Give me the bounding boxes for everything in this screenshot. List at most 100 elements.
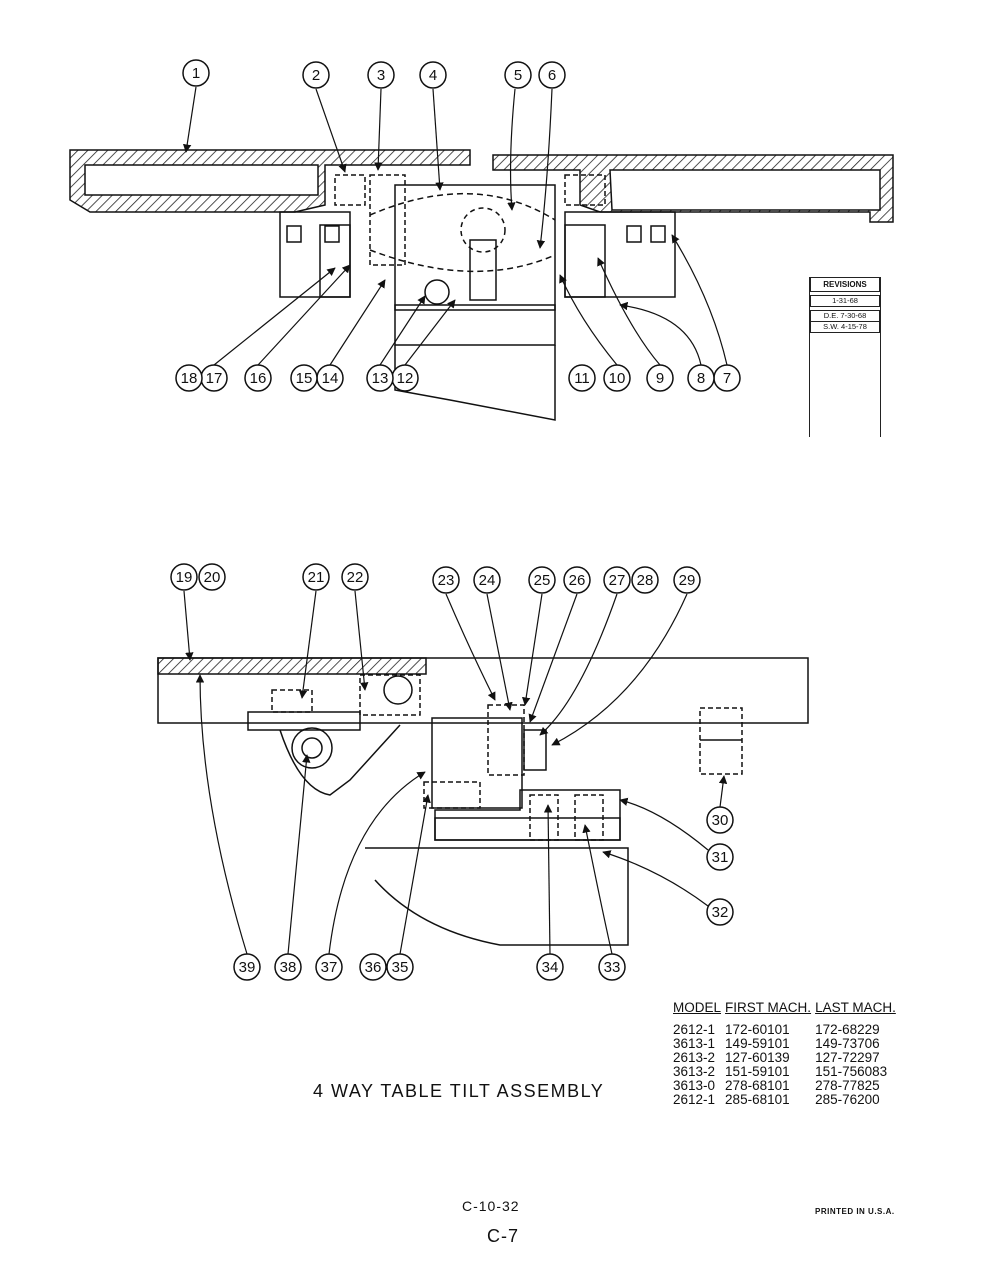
top-callouts: 1 2 3 4 5 6 7 8 9 10 11 12 13 14 15 16 1… xyxy=(175,59,741,392)
svg-text:6: 6 xyxy=(548,67,556,84)
model-table-header: MODEL FIRST MACH. LAST MACH. xyxy=(673,1000,900,1023)
callout-27: 27 xyxy=(603,566,631,594)
svg-text:36: 36 xyxy=(365,959,382,976)
svg-text:35: 35 xyxy=(392,959,409,976)
callout-17: 17 xyxy=(200,364,228,392)
col-last-mach: LAST MACH. xyxy=(815,1000,896,1015)
callout-29: 29 xyxy=(673,566,701,594)
callout-38: 38 xyxy=(274,953,302,981)
drawing-title: 4 WAY TABLE TILT ASSEMBLY xyxy=(313,1081,605,1101)
bottom-callouts: 19 20 21 22 23 24 25 26 27 28 29 30 31 3… xyxy=(170,563,734,981)
svg-text:37: 37 xyxy=(321,959,338,976)
svg-text:27: 27 xyxy=(609,572,626,589)
callout-10: 10 xyxy=(603,364,631,392)
top-leaders xyxy=(182,86,728,366)
callout-20: 20 xyxy=(198,563,226,591)
first-mach-cell: 149-59101 xyxy=(725,1036,790,1051)
svg-text:11: 11 xyxy=(574,370,590,387)
first-mach-cell: 151-59101 xyxy=(725,1064,790,1079)
col-model: MODEL xyxy=(673,1000,722,1015)
first-mach-cell: 285-68101 xyxy=(725,1092,790,1107)
svg-text:24: 24 xyxy=(479,572,496,589)
svg-text:38: 38 xyxy=(280,959,297,976)
callout-21: 21 xyxy=(302,563,330,591)
callout-23: 23 xyxy=(432,566,460,594)
callout-1: 1 xyxy=(182,59,210,87)
model-cell: 3613-1 xyxy=(673,1036,716,1051)
callout-15: 15 xyxy=(290,364,318,392)
callout-26: 26 xyxy=(563,566,591,594)
svg-text:13: 13 xyxy=(372,370,389,387)
svg-text:28: 28 xyxy=(637,572,654,589)
svg-text:32: 32 xyxy=(712,904,729,921)
svg-text:20: 20 xyxy=(204,569,221,586)
svg-text:25: 25 xyxy=(534,572,551,589)
callout-11: 11 xyxy=(568,364,596,392)
svg-text:16: 16 xyxy=(250,370,267,387)
last-mach-cell: 278-77825 xyxy=(815,1078,880,1093)
callout-6: 6 xyxy=(538,61,566,89)
revisions-block: REVISIONS 1-31-68 D.E. 7-30-68 S.W. 4-15… xyxy=(809,277,881,437)
last-mach-cell: 127-72297 xyxy=(815,1050,880,1065)
svg-text:34: 34 xyxy=(542,959,559,976)
svg-text:22: 22 xyxy=(347,569,364,586)
svg-text:7: 7 xyxy=(723,370,731,387)
svg-text:17: 17 xyxy=(206,370,223,387)
svg-text:9: 9 xyxy=(656,370,664,387)
last-mach-cell: 149-73706 xyxy=(815,1036,880,1051)
callout-30: 30 xyxy=(706,806,734,834)
last-mach-cell: 172-68229 xyxy=(815,1022,880,1037)
callout-33: 33 xyxy=(598,953,626,981)
callout-36: 36 xyxy=(359,953,387,981)
revision-entry: 1-31-68 xyxy=(810,295,880,307)
last-mach-cell: 151-756083 xyxy=(815,1064,888,1079)
revision-entry: D.E. 7-30-68 xyxy=(810,310,880,322)
svg-text:14: 14 xyxy=(322,370,339,387)
callout-3: 3 xyxy=(367,61,395,89)
svg-text:4: 4 xyxy=(429,67,437,84)
bottom-leaders xyxy=(183,590,728,955)
svg-text:3: 3 xyxy=(377,67,385,84)
svg-text:8: 8 xyxy=(697,370,705,387)
model-cell: 3613-0 xyxy=(673,1078,716,1093)
callout-9: 9 xyxy=(646,364,674,392)
svg-text:26: 26 xyxy=(569,572,586,589)
bottom-view xyxy=(157,657,809,946)
callout-2: 2 xyxy=(302,61,330,89)
callout-19: 19 xyxy=(170,563,198,591)
table-row: 3613-2 151-59101 151-756083 xyxy=(673,1065,900,1079)
printed-note: PRINTED IN U.S.A. xyxy=(815,1207,895,1216)
callout-18: 18 xyxy=(175,364,203,392)
first-mach-cell: 127-60139 xyxy=(725,1050,790,1065)
callout-28: 28 xyxy=(631,566,659,594)
page-number: C-7 xyxy=(487,1226,520,1246)
svg-text:2: 2 xyxy=(312,67,320,84)
callout-13: 13 xyxy=(366,364,394,392)
callout-4: 4 xyxy=(419,61,447,89)
svg-text:19: 19 xyxy=(176,569,193,586)
callout-12: 12 xyxy=(391,364,419,392)
table-row: 3613-1 149-59101 149-73706 xyxy=(673,1037,900,1051)
callout-5: 5 xyxy=(504,61,532,89)
model-cell: 2612-1 xyxy=(673,1022,716,1037)
svg-text:18: 18 xyxy=(181,370,198,387)
model-cell: 3613-2 xyxy=(673,1064,716,1079)
table-row: 2613-2 127-60139 127-72297 xyxy=(673,1051,900,1065)
svg-text:15: 15 xyxy=(296,370,313,387)
svg-text:33: 33 xyxy=(604,959,621,976)
callout-35: 35 xyxy=(386,953,414,981)
revisions-header: REVISIONS xyxy=(810,277,880,292)
callout-25: 25 xyxy=(528,566,556,594)
svg-text:39: 39 xyxy=(239,959,256,976)
svg-text:31: 31 xyxy=(712,849,729,866)
svg-text:23: 23 xyxy=(438,572,455,589)
model-cell: 2613-2 xyxy=(673,1050,716,1065)
callout-22: 22 xyxy=(341,563,369,591)
svg-text:10: 10 xyxy=(609,370,626,387)
svg-text:29: 29 xyxy=(679,572,696,589)
